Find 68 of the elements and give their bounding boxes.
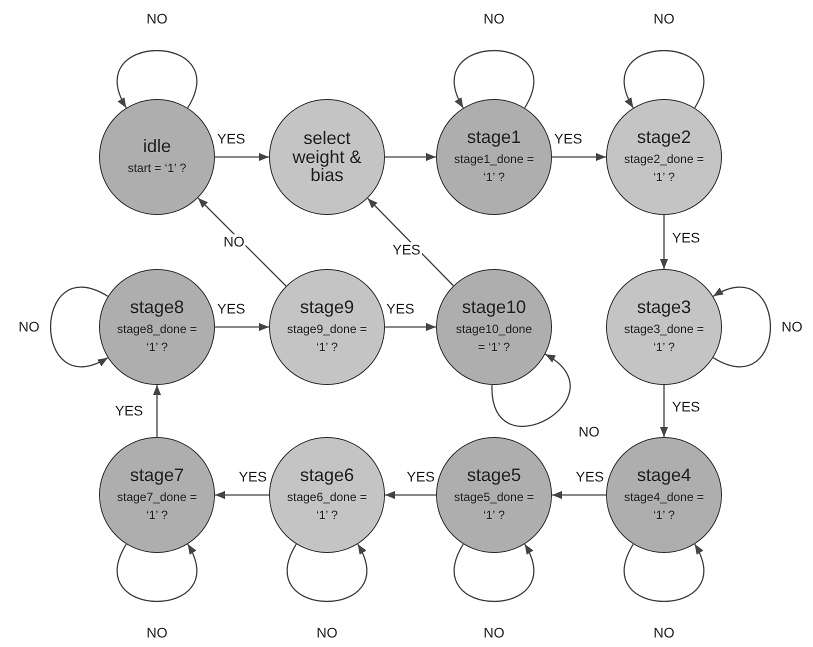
state-name: stage10 — [460, 298, 528, 317]
edge-label: NO — [222, 234, 246, 250]
edge-label: NO — [146, 625, 168, 641]
transition-arrow — [215, 323, 269, 331]
state-name: stage4 — [636, 466, 692, 485]
edge-label: YES — [671, 399, 701, 415]
state-name: stage2 — [636, 128, 692, 147]
state-condition: stage8_done = ‘1’ ? — [116, 320, 198, 356]
state-name: idle — [142, 137, 172, 156]
self-loop-arrow — [454, 50, 534, 108]
self-loop-arrow — [454, 544, 534, 602]
state-name: stage3 — [636, 298, 692, 317]
edge-label: YES — [574, 469, 605, 485]
self-loop-arrow — [712, 286, 771, 368]
state-condition: stage9_done = ‘1’ ? — [286, 320, 368, 356]
transition-arrow — [385, 153, 436, 161]
state-name: stage5 — [466, 466, 522, 485]
edge-label: YES — [114, 403, 144, 419]
state-name: stage7 — [128, 466, 186, 485]
edge-label: NO — [316, 625, 338, 641]
edge-label: YES — [392, 242, 422, 258]
state-condition: stage1_done = ‘1’ ? — [453, 150, 535, 186]
state-name: stage6 — [298, 466, 356, 485]
edge-label: NO — [146, 11, 168, 27]
transition-arrow — [552, 153, 606, 161]
transition-arrow — [660, 385, 668, 437]
edge-label: YES — [238, 469, 268, 485]
state-condition: stage5_done = ‘1’ ? — [453, 488, 535, 524]
edge-label: NO — [780, 319, 804, 335]
self-loop-arrow — [286, 544, 368, 602]
edge-label: YES — [553, 131, 584, 147]
edge-label: NO — [578, 424, 600, 440]
self-loop-arrow — [116, 50, 198, 108]
transition-arrow — [385, 323, 436, 331]
self-loop-arrow — [624, 544, 704, 602]
edge-label: YES — [216, 301, 246, 317]
self-loop-arrow — [50, 286, 108, 368]
state-condition: stage3_done = ‘1’ ? — [623, 320, 705, 356]
state-condition: stage10_done = ‘1’ ? — [454, 320, 534, 356]
state-condition: stage6_done = ‘1’ ? — [286, 488, 368, 524]
state-name: stage8 — [128, 298, 186, 317]
edge-label: NO — [482, 11, 506, 27]
edge-label: NO — [652, 625, 676, 641]
edge-label: NO — [18, 319, 40, 335]
state-condition: stage4_done = ‘1’ ? — [623, 488, 705, 524]
transition-arrow — [153, 385, 161, 437]
transition-arrow — [552, 491, 606, 499]
edge-label: NO — [652, 11, 676, 27]
edge-label: YES — [406, 469, 436, 485]
state-condition: stage7_done = ‘1’ ? — [116, 488, 198, 524]
self-loop-arrow — [116, 544, 198, 602]
edge-label: YES — [216, 131, 246, 147]
transition-arrow — [660, 215, 668, 269]
state-condition: stage2_done = ‘1’ ? — [623, 150, 705, 186]
edge-label: YES — [385, 301, 416, 317]
state-name: select weight & bias — [291, 128, 363, 186]
self-loop-arrow — [491, 354, 570, 427]
transition-arrow — [198, 198, 286, 286]
transition-arrow — [215, 491, 269, 499]
transition-arrow — [215, 153, 269, 161]
self-loop-arrow — [624, 50, 704, 108]
state-name: stage1 — [466, 128, 522, 147]
state-name: stage9 — [298, 298, 356, 317]
transition-arrow — [367, 198, 454, 286]
edge-label: YES — [671, 230, 701, 246]
edge-label: NO — [482, 625, 506, 641]
transition-arrow — [385, 491, 436, 499]
state-condition: start = ‘1’ ? — [126, 160, 188, 177]
